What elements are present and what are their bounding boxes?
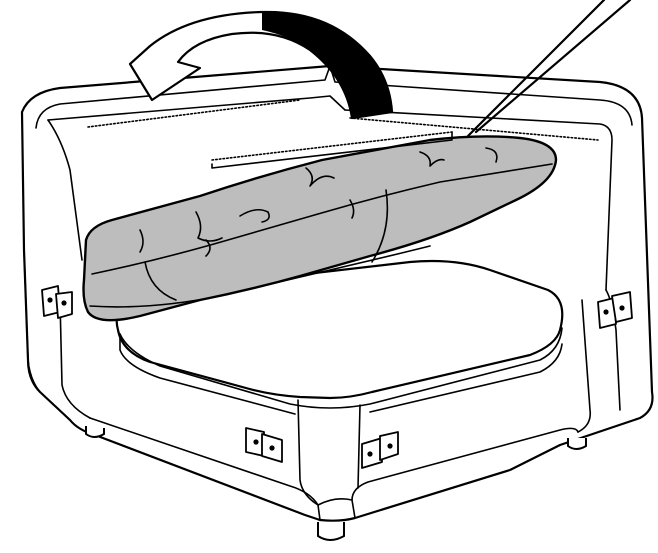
- foot-front: [318, 522, 344, 540]
- foot-right: [568, 438, 586, 449]
